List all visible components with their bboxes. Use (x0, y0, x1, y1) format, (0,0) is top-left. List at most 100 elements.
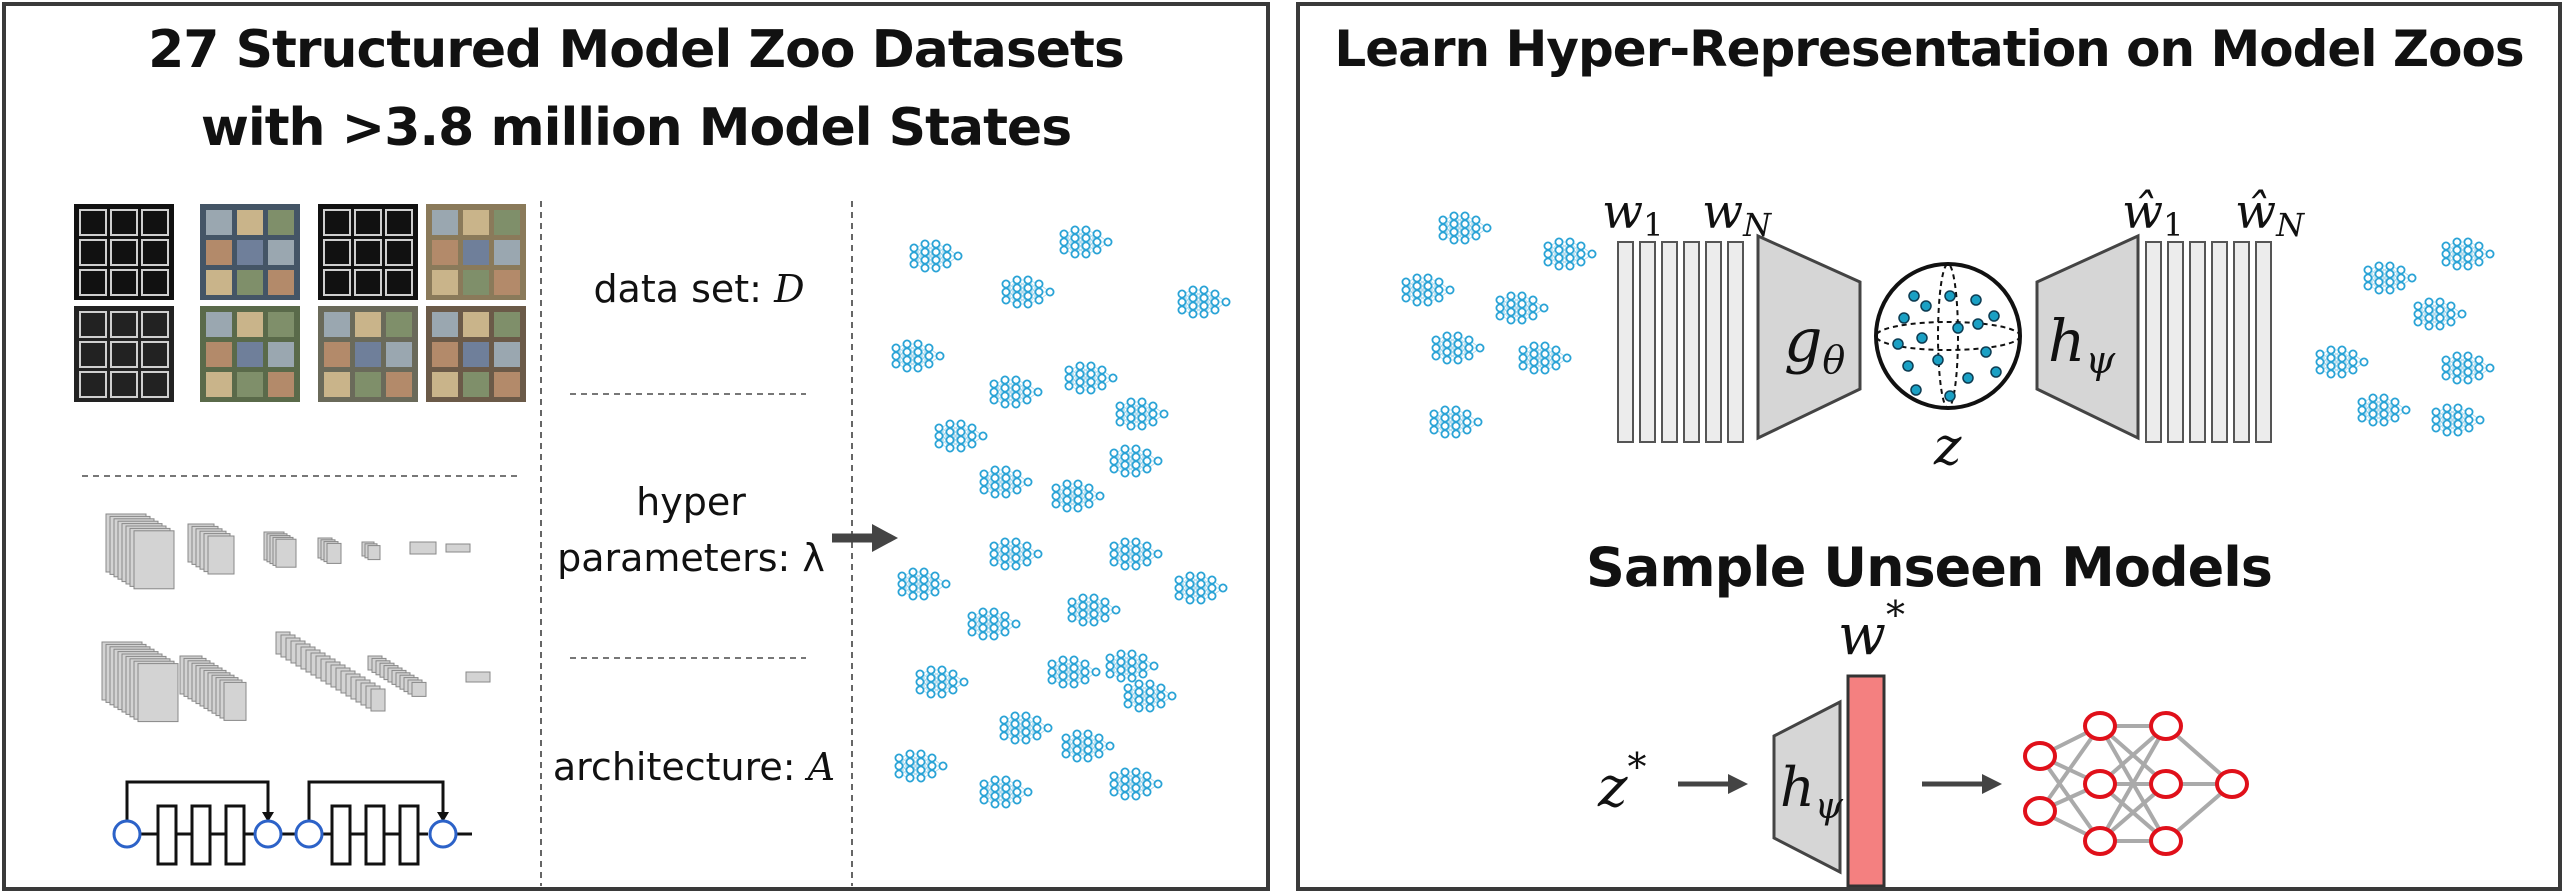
mini-network-icon (2363, 261, 2417, 295)
decoder-block (2035, 233, 2140, 441)
mini-network-icon (1067, 593, 1121, 627)
input-model-zoo (1401, 211, 1597, 439)
weight-bar (1617, 241, 1634, 443)
network-node (2083, 826, 2117, 856)
mini-network-icon (2357, 393, 2411, 427)
mini-network-icon (1059, 225, 1113, 259)
weight-bar (2167, 241, 2184, 443)
weight-bar (1727, 241, 1744, 443)
mini-network-icon (897, 567, 951, 601)
mini-network-icon (1064, 361, 1118, 395)
dataset-thumbnail (200, 306, 300, 402)
arrow-zstar-to-decoder (1678, 774, 1748, 794)
mini-network-icon (1123, 679, 1177, 713)
weight-bar (2211, 241, 2228, 443)
w1-hat-label: ŵ1 (2122, 184, 2183, 244)
weight-bar (2255, 241, 2272, 443)
cnn-architecture-small (105, 513, 471, 590)
mini-network-icon (1047, 655, 1101, 689)
output-weight-bars (2145, 241, 2272, 443)
mini-network-icon (1109, 767, 1163, 801)
mini-network-icon (989, 375, 1043, 409)
network-node (2023, 741, 2057, 771)
network-node (2083, 711, 2117, 741)
weight-bar (1661, 241, 1678, 443)
dataset-thumbnails (74, 204, 526, 402)
weight-bar (2233, 241, 2250, 443)
sampling-decoder-block (1772, 699, 1842, 875)
mini-network-icon (2315, 345, 2369, 379)
zstar-label: z* (1597, 745, 1647, 820)
dataset-thumbnail (426, 204, 526, 300)
arrow-weights-to-network (1922, 774, 2002, 794)
dataset-thumbnail (318, 204, 418, 300)
panel-title-line2: with >3.8 million Model States (200, 98, 1072, 158)
mini-network-icon (979, 775, 1033, 809)
sampling-decoder-label: hψ (1780, 756, 1844, 827)
mini-network-icon (1109, 537, 1163, 571)
mini-network-icon (1431, 331, 1485, 365)
mini-network-icon (891, 339, 945, 373)
mini-network-icon (1051, 479, 1105, 513)
mini-network-icon (1438, 211, 1492, 245)
weight-bar (2189, 241, 2206, 443)
mini-network-icon (1061, 729, 1115, 763)
mini-network-icon (979, 465, 1033, 499)
model-zoo-panel: 27 Structured Model Zoo Datasets with >3… (2, 2, 1270, 891)
dataset-thumbnail (74, 306, 174, 402)
mini-network-icon (1109, 444, 1163, 478)
dataset-thumbnail (74, 204, 174, 300)
mini-network-icon (999, 711, 1053, 745)
mini-network-icon (2441, 237, 2495, 271)
hyper-representation-panel: Learn Hyper-Representation on Model Zoos… (1296, 2, 2562, 891)
arrow-to-zoo (832, 524, 898, 552)
mini-network-icon (894, 749, 948, 783)
label-hyperparameters: hyper parameters: λ (557, 480, 825, 580)
model-zoo-networks (891, 225, 1231, 809)
network-node (2149, 826, 2183, 856)
weight-bar (2145, 241, 2162, 443)
latent-label: z (1933, 417, 1962, 477)
network-node (2215, 769, 2249, 799)
hyper-representation-graphics: gθ z hψ w1 wN ŵ1 ŵN z* hψ w* (1401, 184, 2495, 887)
mini-network-icon (2431, 403, 2485, 437)
weight-bar (1705, 241, 1722, 443)
label-architecture: architecture: A (552, 745, 836, 789)
network-node (2149, 769, 2183, 799)
dataset-thumbnail (426, 306, 526, 402)
mini-network-icon (1115, 397, 1169, 431)
mini-network-icon (1518, 341, 1572, 375)
mini-network-icon (2441, 351, 2495, 385)
wN-label: wN (1702, 184, 1772, 244)
dataset-thumbnail (318, 306, 418, 402)
mini-network-icon (989, 537, 1043, 571)
mini-network-icon (1001, 275, 1055, 309)
weight-bar (1639, 241, 1656, 443)
dataset-thumbnail (200, 204, 300, 300)
mini-network-icon (915, 665, 969, 699)
mini-network-icon (1105, 649, 1159, 683)
mini-network-icon (2413, 297, 2467, 331)
latent-space-sphere (1874, 262, 2022, 410)
network-node (2023, 796, 2057, 826)
network-node (2083, 769, 2117, 799)
mini-network-icon (909, 239, 963, 273)
mini-network-icon (1543, 237, 1597, 271)
encoder-block (1756, 233, 1862, 441)
mini-network-icon (934, 419, 988, 453)
sampled-network (2023, 711, 2249, 856)
encoder-label: gθ (1784, 306, 1845, 382)
resnet-architecture (112, 780, 472, 866)
wN-hat-label: ŵN (2235, 184, 2305, 244)
mini-network-icon (967, 607, 1021, 641)
mini-network-icon (1401, 273, 1455, 307)
mini-network-icon (1177, 285, 1231, 319)
input-weight-bars (1617, 241, 1744, 443)
sampled-weights-bar (1846, 674, 1886, 887)
latent-points (1892, 290, 2002, 402)
panel-title: Learn Hyper-Representation on Model Zoos (1334, 20, 2524, 78)
mini-network-icon (1429, 405, 1483, 439)
decoder-label: hψ (2048, 307, 2116, 382)
weight-bar (1683, 241, 1700, 443)
mini-network-icon (1174, 571, 1228, 605)
